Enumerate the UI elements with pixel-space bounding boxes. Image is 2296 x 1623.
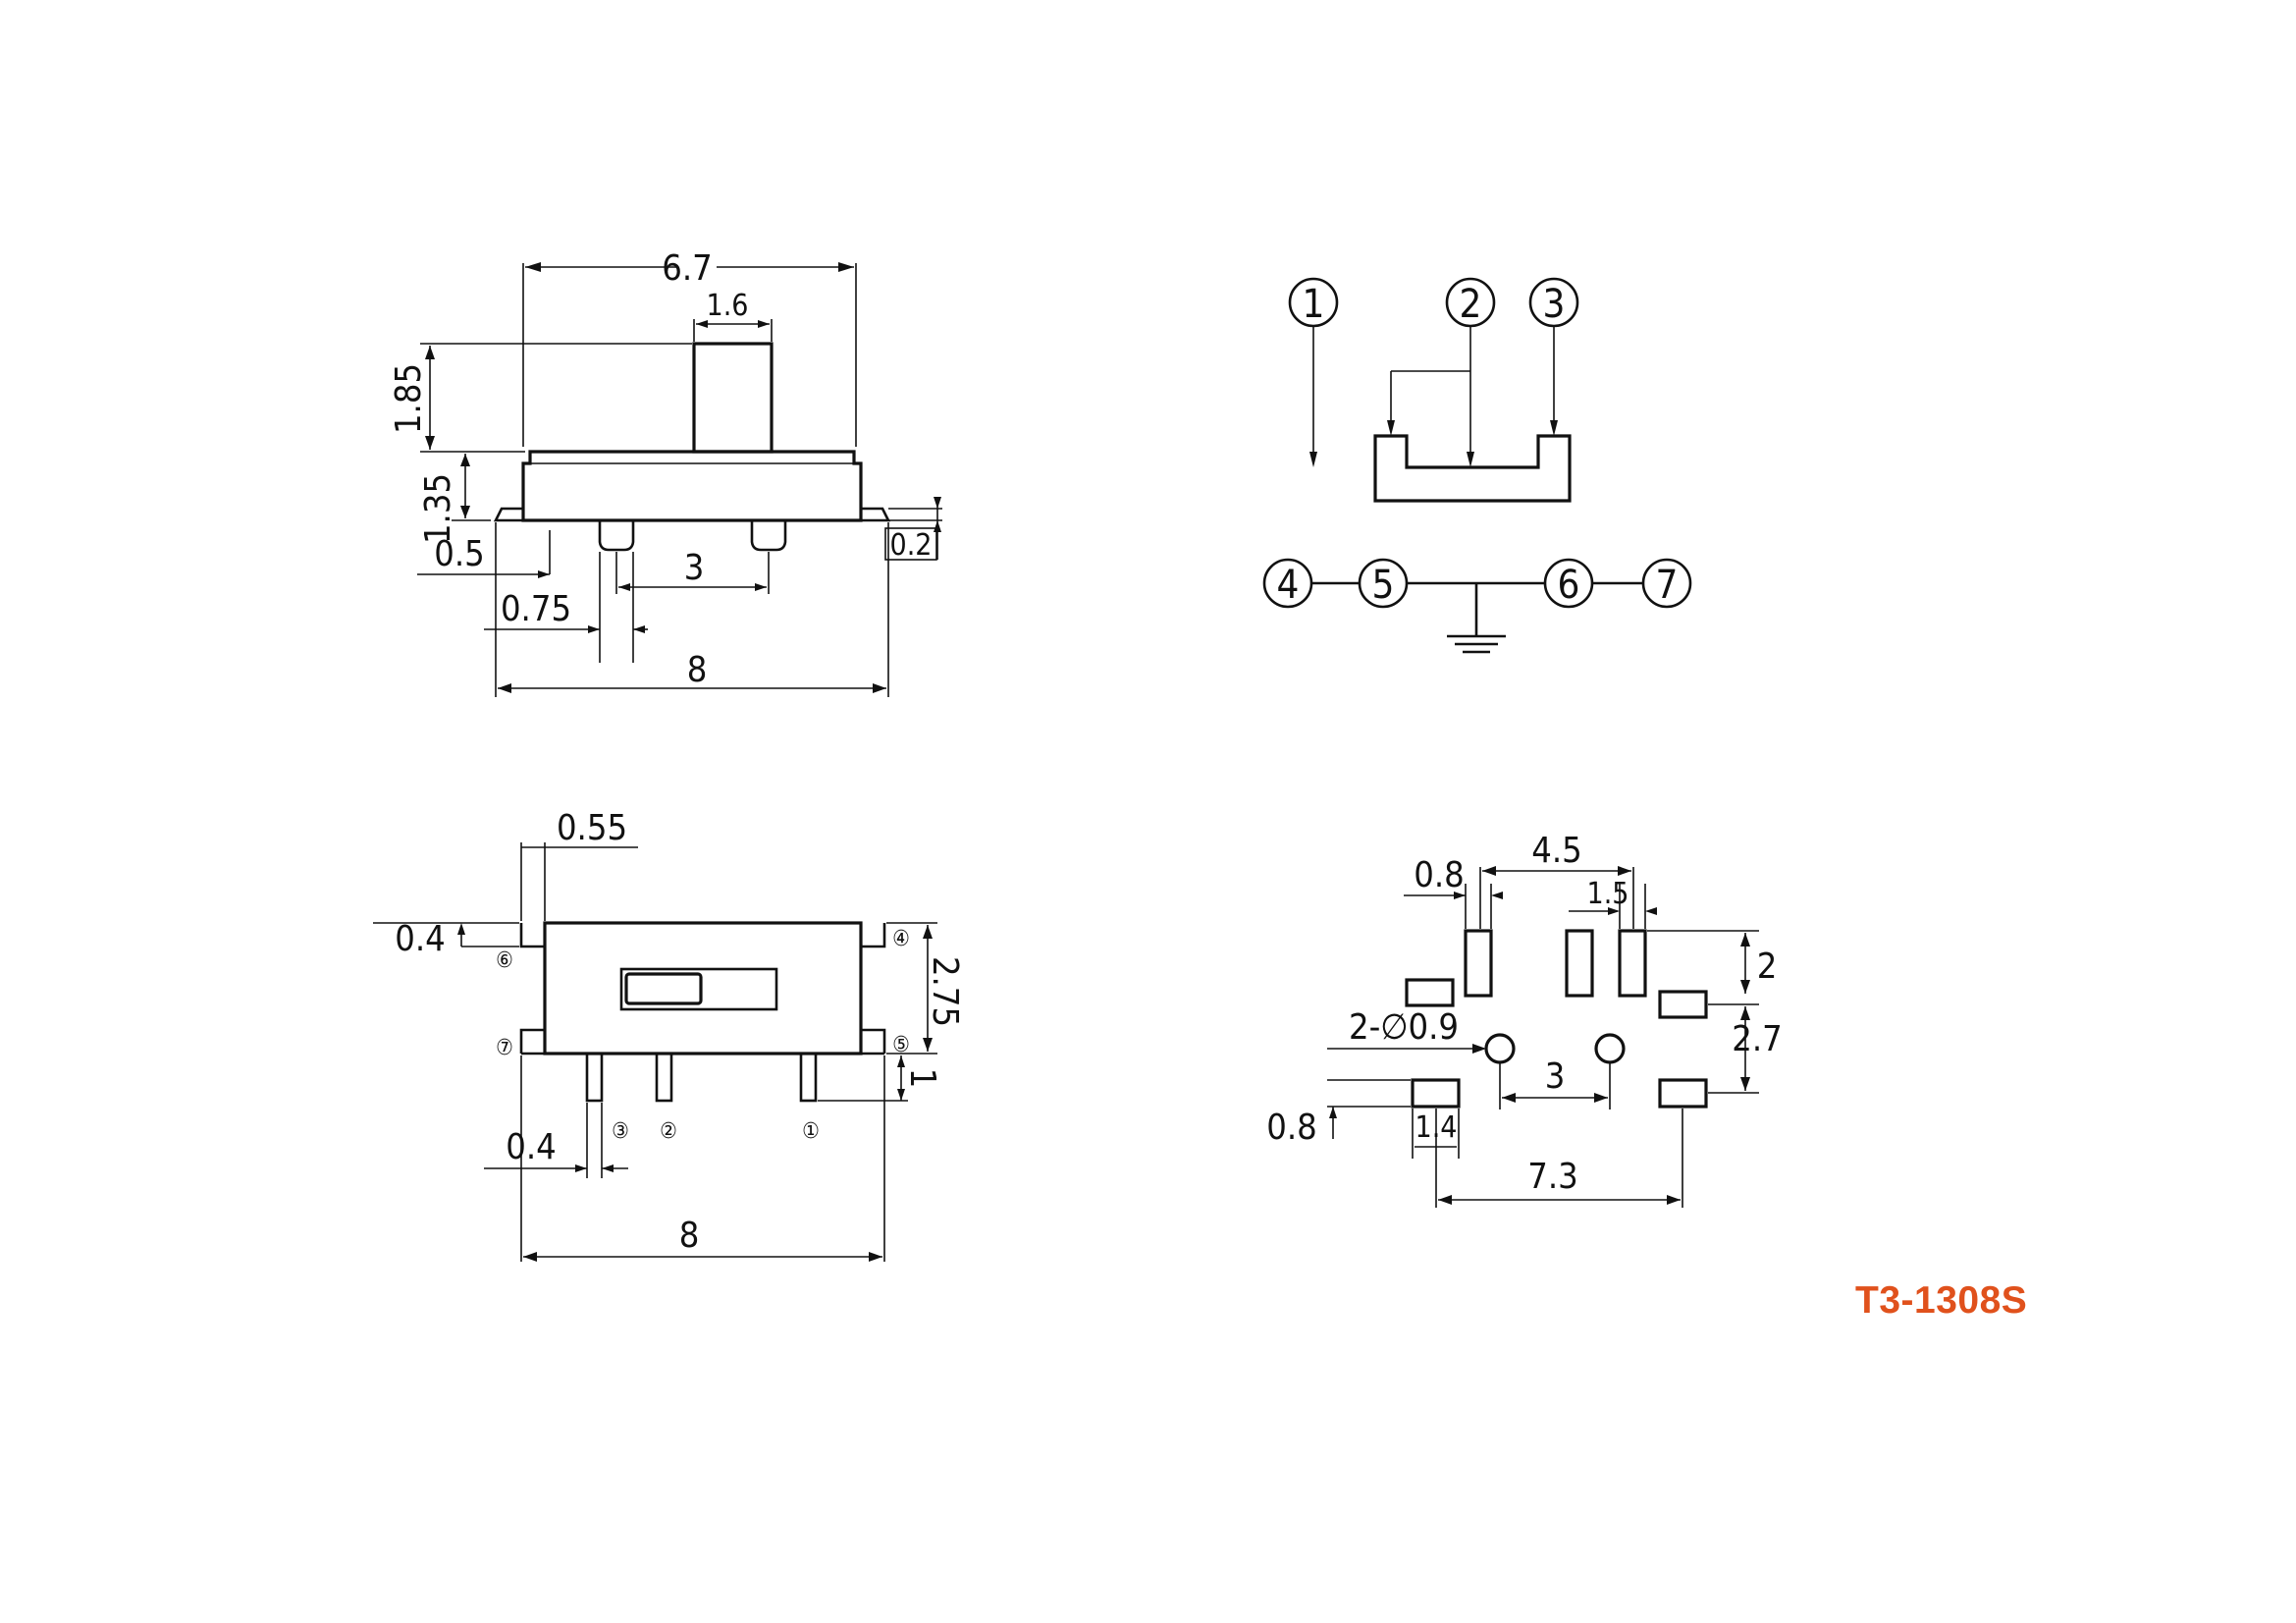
- dim-top-tab-height: 0.4: [395, 919, 446, 959]
- dim-front-tab-height: 0.2: [890, 528, 933, 563]
- pad-tab-5: [1658, 1078, 1708, 1109]
- dim-top-body-depth: 2.75: [925, 956, 965, 1027]
- front-extension-lines: [420, 263, 942, 697]
- terminal-2-label: 2: [1460, 282, 1482, 327]
- top-pin-label-7: ⑦: [496, 1036, 513, 1060]
- top-pin-label-2: ②: [660, 1119, 677, 1144]
- terminal-5-label: 5: [1372, 563, 1395, 608]
- dim-pcb-tab-pad-height: 0.8: [1266, 1108, 1317, 1148]
- dim-front-pin-width: 0.75: [501, 589, 571, 629]
- front-pin-right: [750, 520, 787, 552]
- pad-pin-1: [1618, 929, 1647, 998]
- part-number-label: T3-1308S: [1855, 1279, 2028, 1322]
- dim-top-pin-width: 0.4: [506, 1127, 557, 1167]
- terminal-7-label: 7: [1656, 563, 1679, 608]
- dim-pcb-pad-width: 0.8: [1414, 855, 1465, 895]
- dim-pcb-tab-span: 7.3: [1527, 1157, 1578, 1197]
- dim-pcb-hole-spacing: 3: [1545, 1056, 1566, 1097]
- terminal-3-label: 3: [1543, 282, 1566, 327]
- top-pin-3: [585, 1052, 604, 1103]
- top-slider-window: [619, 967, 778, 1011]
- top-pin-label-1: ①: [802, 1119, 820, 1144]
- dim-pcb-pad-span: 4.5: [1531, 831, 1582, 871]
- dim-front-pin-pitch: 3: [684, 548, 705, 588]
- dim-front-width-top: 6.7: [662, 248, 713, 289]
- top-slider-knob: [624, 972, 703, 1005]
- dim-front-knob-height: 1.85: [389, 363, 429, 434]
- pad-tab-7: [1411, 1078, 1461, 1109]
- top-view: ⑥ ⑦ ④ ⑤ ③ ② ①: [373, 808, 965, 1262]
- dim-top-pin-length: 1: [902, 1068, 942, 1089]
- dim-pcb-pad-pitch: 1.5: [1587, 877, 1629, 911]
- terminal-1-label: 1: [1303, 282, 1325, 327]
- top-pin-label-6: ⑥: [496, 948, 513, 973]
- front-right-tab: [861, 507, 891, 522]
- dim-pcb-pad-length: 2: [1757, 947, 1778, 987]
- terminal-6-label: 6: [1558, 563, 1580, 608]
- dim-top-tab-width: 0.55: [557, 808, 627, 848]
- front-left-tab: [493, 507, 523, 522]
- dim-pcb-hole-label: 2-∅0.9: [1349, 1007, 1459, 1048]
- pcb-footprint: 4.5 0.8 1.5 2 2.7 2-∅0.9 3 0.8 1.4 7.3: [1266, 831, 1783, 1208]
- top-body-outline: [543, 921, 863, 1055]
- top-pin-2: [655, 1052, 673, 1103]
- top-pin-1: [799, 1052, 818, 1103]
- top-pin-label-4: ④: [892, 927, 910, 951]
- dim-front-knob-width: 1.6: [707, 289, 749, 323]
- front-dimension-lines: [417, 262, 941, 693]
- terminal-4-label: 4: [1277, 563, 1300, 608]
- hole-right: [1594, 1033, 1626, 1064]
- ground-icon: [1447, 583, 1506, 654]
- pad-tab-6: [1405, 978, 1455, 1007]
- top-extension-lines: [373, 842, 937, 1262]
- dim-pcb-tab-pad-width: 1.4: [1415, 1110, 1458, 1145]
- dim-top-overall-width: 8: [679, 1216, 700, 1256]
- top-dimension-lines: [457, 846, 933, 1262]
- pad-pin-3: [1464, 929, 1493, 998]
- front-slider-knob: [692, 342, 774, 454]
- front-body-outline: [521, 450, 863, 522]
- pad-tab-4: [1658, 990, 1708, 1019]
- slider-contact: [1373, 434, 1572, 503]
- top-pin-label-5: ⑤: [892, 1033, 910, 1057]
- dim-front-overall-width: 8: [687, 650, 708, 690]
- top-pin-label-3: ③: [612, 1119, 629, 1144]
- pcb-extension-lines: [1327, 867, 1759, 1208]
- front-pin-left: [598, 520, 635, 552]
- dim-front-leg-offset: 0.5: [434, 534, 485, 574]
- dim-front-body-height: 1.35: [418, 473, 458, 544]
- front-view: 6.7 1.6 1.85 1.35 0.5 3 0.75 8 0.2: [389, 248, 942, 697]
- pcb-dimension-lines: [1327, 866, 1750, 1205]
- schematic: 1 2 3 4 5 6 7: [1262, 277, 1692, 654]
- pad-pin-2: [1565, 929, 1594, 998]
- hole-left: [1484, 1033, 1516, 1064]
- dim-pcb-row-spacing: 2.7: [1732, 1019, 1783, 1059]
